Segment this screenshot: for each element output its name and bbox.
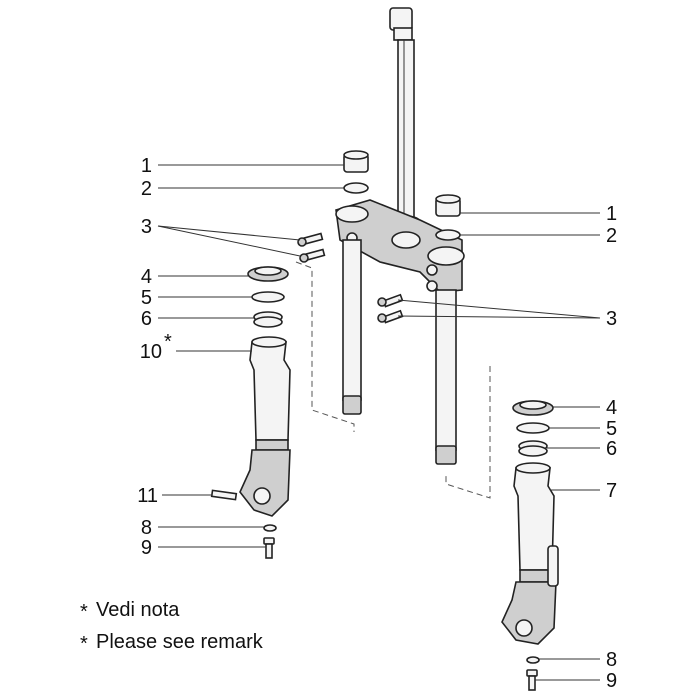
fork-slider-left	[239, 336, 291, 517]
note-asterisk-1: *	[80, 601, 88, 623]
callout-11: 11	[137, 485, 158, 507]
callout-6-left: 6	[141, 308, 152, 330]
callout-4-right: 4	[606, 397, 617, 419]
callout-9-right: 9	[606, 670, 617, 692]
note-italian: Vedi nota	[96, 599, 180, 621]
callout-1-right: 1	[606, 203, 617, 225]
leader-lines	[157, 164, 601, 681]
bottom-bolt-right	[526, 669, 538, 691]
callout-7: 7	[606, 480, 617, 502]
washer-right	[526, 656, 540, 664]
clamp-bolts-upper	[297, 232, 326, 263]
callout-5-right: 5	[606, 418, 617, 440]
callout-6-right: 6	[606, 438, 617, 460]
note-asterisk-2: *	[80, 633, 88, 655]
top-cap-right	[435, 194, 461, 217]
callout-10-asterisk: *	[164, 331, 172, 353]
callout-9-left: 9	[141, 537, 152, 559]
oil-seal-right	[518, 440, 548, 457]
callout-2-right: 2	[606, 225, 617, 247]
left-stanchion	[342, 239, 362, 415]
callout-3-right: 3	[606, 308, 617, 330]
bleed-screw	[210, 489, 238, 501]
assembly-guide-left	[295, 261, 355, 432]
upper-triple-clamp	[335, 199, 465, 293]
o-ring-left	[343, 182, 369, 194]
circlip-right	[516, 422, 550, 434]
callout-1-left: 1	[141, 155, 152, 177]
callout-3-left: 3	[141, 216, 152, 238]
o-ring-right	[435, 229, 461, 241]
callout-5-left: 5	[141, 287, 152, 309]
circlip-left	[251, 291, 285, 303]
callout-10: 10	[140, 341, 162, 363]
callout-2-left: 2	[141, 178, 152, 200]
oil-seal-left	[253, 311, 283, 328]
callout-4-left: 4	[141, 266, 152, 288]
note-english: Please see remark	[96, 631, 264, 653]
bottom-bolt-left	[263, 537, 275, 559]
steering-stem	[389, 7, 421, 229]
washer-left	[263, 524, 277, 532]
callout-8-left: 8	[141, 517, 152, 539]
fork-slider-right	[501, 462, 559, 645]
top-cap-left	[343, 150, 369, 173]
dust-seal-right	[512, 400, 554, 416]
right-stanchion	[435, 289, 457, 465]
dust-seal-left	[247, 266, 289, 282]
clamp-bolts-lower	[377, 293, 404, 324]
assembly-guide-right	[445, 366, 491, 499]
callout-8-right: 8	[606, 649, 617, 671]
